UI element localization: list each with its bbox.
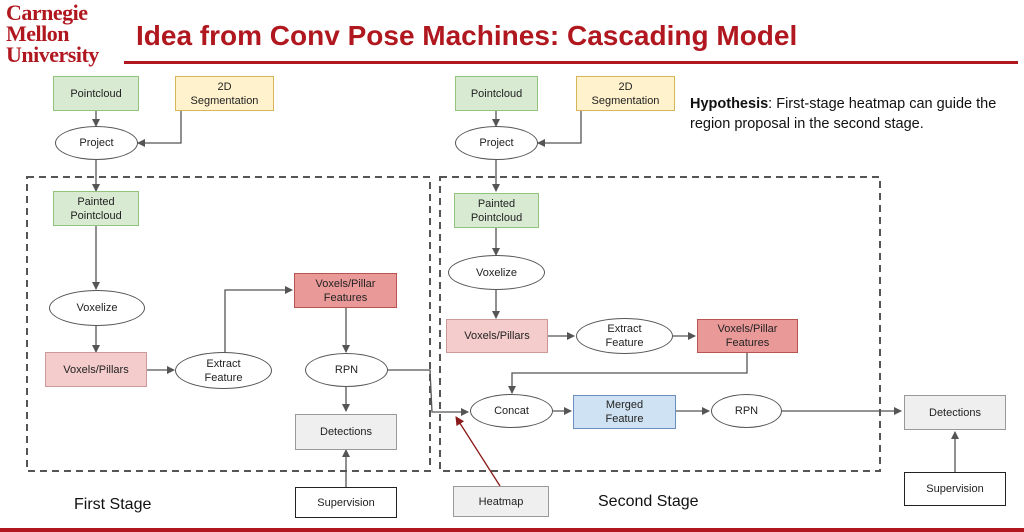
right-voxelize-node: Voxelize <box>448 255 545 290</box>
right-extract-line2: Feature <box>605 337 644 349</box>
first-stage-label: First Stage <box>74 496 152 513</box>
left-extract-line2: Feature <box>204 371 243 384</box>
right-pointcloud-node: Pointcloud <box>455 76 538 111</box>
hypothesis-text: Hypothesis: First-stage heatmap can guid… <box>690 94 1000 134</box>
cmu-logo: Carnegie Mellon University <box>6 0 118 67</box>
left-detections-node: Detections <box>295 414 397 450</box>
left-project-node: Project <box>55 126 138 160</box>
left-2d-segmentation-node: 2D Segmentation <box>175 76 274 111</box>
right-detections-label: Detections <box>929 406 981 419</box>
left-vpf-line1: Voxels/Pillar <box>315 277 376 290</box>
concat-node: Concat <box>470 394 553 428</box>
left-painted-line2: Pointcloud <box>70 209 122 222</box>
right-project-label: Project <box>479 137 514 149</box>
right-voxelize-label: Voxelize <box>476 266 517 279</box>
right-supervision-label: Supervision <box>926 483 984 495</box>
left-voxels-pillars-node: Voxels/Pillars <box>45 352 147 387</box>
merged-line1: Merged <box>605 399 644 411</box>
left-supervision-node: Supervision <box>295 487 397 518</box>
left-seg-line1: 2D <box>217 80 232 93</box>
heatmap-label: Heatmap <box>478 495 524 508</box>
second-stage-box <box>439 176 881 472</box>
right-supervision-node: Supervision <box>904 472 1006 506</box>
second-stage-label: Second Stage <box>598 493 699 510</box>
title-rule <box>124 61 1018 64</box>
right-rpn-node: RPN <box>711 394 782 428</box>
right-project-node: Project <box>455 126 538 160</box>
right-seg-line1: 2D <box>618 80 633 93</box>
left-extract-line1: Extract <box>206 357 241 370</box>
bottom-rule <box>0 528 1024 532</box>
right-painted-line2: Pointcloud <box>470 211 523 224</box>
concat-label: Concat <box>494 405 529 417</box>
right-rpn-label: RPN <box>734 405 759 417</box>
right-painted-line1: Painted <box>477 197 516 210</box>
merged-feature-node: Merged Feature <box>573 395 676 429</box>
right-extract-line1: Extract <box>607 323 642 335</box>
left-voxels-pillars-label: Voxels/Pillars <box>63 363 129 376</box>
hypothesis-heading: Hypothesis <box>690 96 769 112</box>
left-pointcloud-node: Pointcloud <box>53 76 139 111</box>
right-voxels-pillars-label: Voxels/Pillars <box>464 330 530 342</box>
left-supervision-label: Supervision <box>317 496 375 509</box>
left-rpn-label: RPN <box>334 364 359 376</box>
left-pointcloud-label: Pointcloud <box>70 87 122 100</box>
left-voxel-pillar-features-node: Voxels/Pillar Features <box>294 273 397 308</box>
left-seg-line2: Segmentation <box>190 94 259 107</box>
right-voxels-pillars-node: Voxels/Pillars <box>446 319 548 353</box>
heatmap-node: Heatmap <box>453 486 549 517</box>
right-pointcloud-label: Pointcloud <box>470 87 523 100</box>
left-vpf-line2: Features <box>323 291 368 304</box>
right-extract-feature-node: Extract Feature <box>576 318 673 354</box>
left-painted-pointcloud-node: Painted Pointcloud <box>53 191 139 226</box>
right-seg-line2: Segmentation <box>591 94 660 107</box>
right-vpf-line1: Voxels/Pillar <box>717 323 778 335</box>
left-project-label: Project <box>79 137 114 149</box>
left-detections-label: Detections <box>320 426 372 438</box>
left-voxelize-label: Voxelize <box>76 302 118 314</box>
left-voxelize-node: Voxelize <box>49 290 145 326</box>
right-painted-pointcloud-node: Painted Pointcloud <box>454 193 539 228</box>
merged-line2: Feature <box>605 413 644 425</box>
left-painted-line1: Painted <box>77 195 115 208</box>
slide-title: Idea from Conv Pose Machines: Cascading … <box>136 20 798 51</box>
left-rpn-node: RPN <box>305 353 388 387</box>
logo-line-2: Mellon <box>6 21 70 46</box>
right-vpf-line2: Features <box>725 337 770 349</box>
left-extract-feature-node: Extract Feature <box>175 352 272 389</box>
logo-line-3: University <box>6 42 99 67</box>
hypothesis-body: : First-stage heatmap can guide the regi… <box>690 96 997 132</box>
right-voxel-pillar-features-node: Voxels/Pillar Features <box>697 319 798 353</box>
logo-line-1: Carnegie <box>6 0 88 25</box>
right-2d-segmentation-node: 2D Segmentation <box>576 76 675 111</box>
right-detections-node: Detections <box>904 395 1006 430</box>
